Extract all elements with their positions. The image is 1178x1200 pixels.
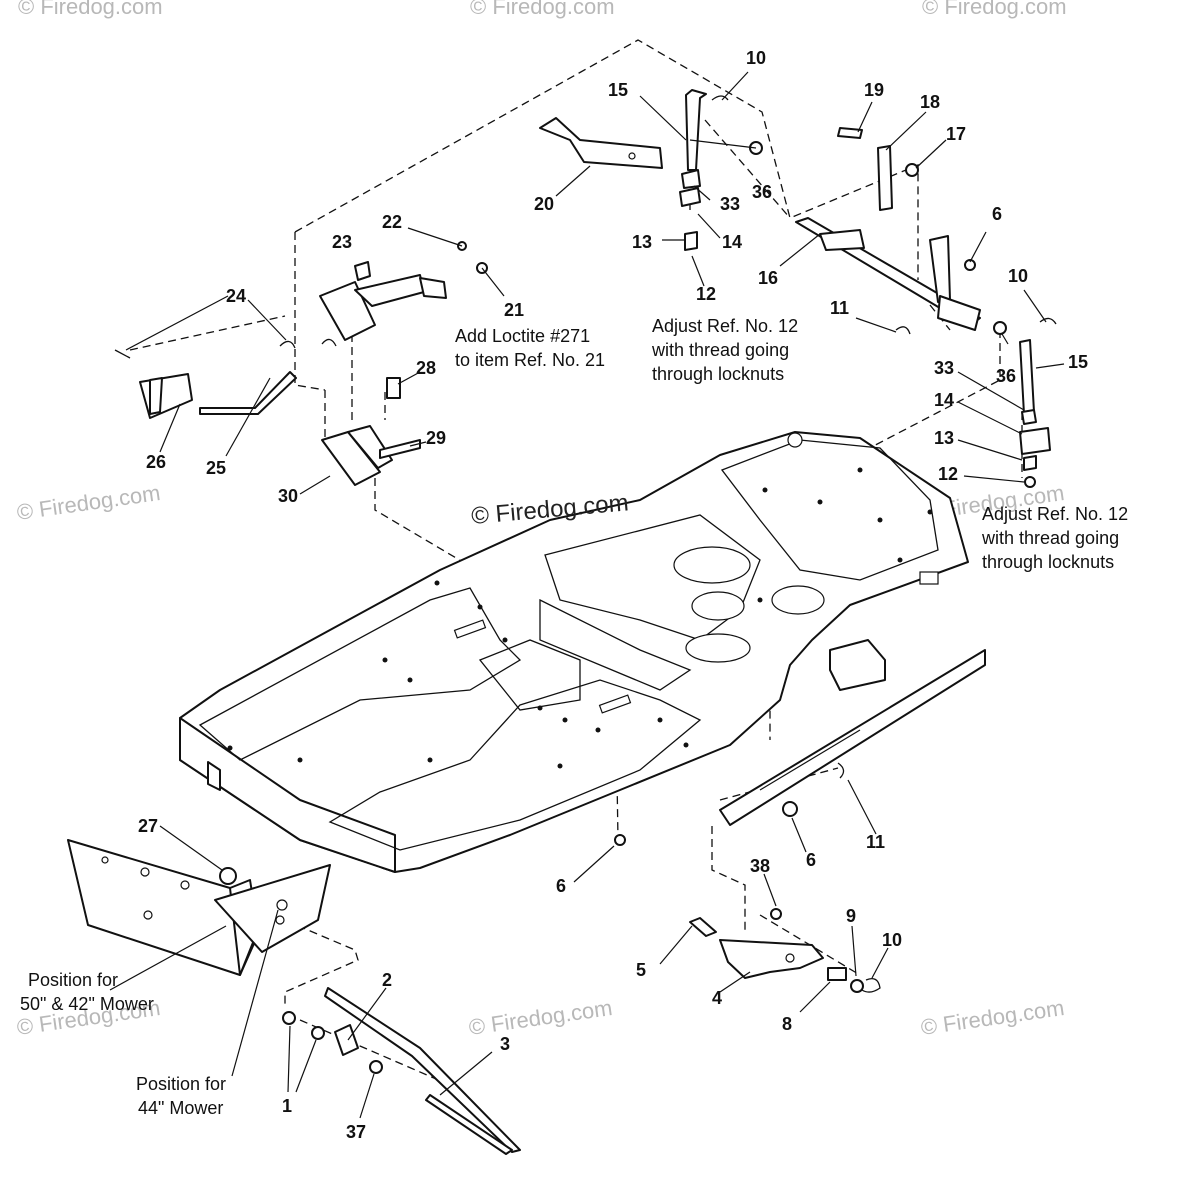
callout-21: 21 [504,300,524,320]
callout-18: 18 [920,92,940,112]
note-position-44-line2: 44" Mower [138,1098,223,1118]
lift-rod [282,987,521,1155]
callout-38: 38 [750,856,770,876]
rod-15-upper [679,89,763,251]
callout-30: 30 [278,486,298,506]
note-loctite-line2: to item Ref. No. 21 [455,350,605,370]
callout-27: 27 [138,816,158,836]
callout-6-lower: 6 [806,850,816,870]
note-position-50-42-line1: Position for [28,970,118,990]
callout-22: 22 [382,212,402,232]
clip-11-lower [837,762,845,779]
callout-9: 9 [846,906,856,926]
rod-15-right [1019,339,1051,488]
callout-13-right: 13 [934,428,954,448]
callout-13-top: 13 [632,232,652,252]
note-adjust-top-line2: with thread going [651,340,789,360]
callout-28: 28 [416,358,436,378]
nut-6-center [614,834,626,846]
bracket-30 [321,377,421,486]
note-adjust-right-line2: with thread going [981,528,1119,548]
watermark-bottom-mid: © Firedog.com [467,995,614,1040]
front-bumper-bracket [67,839,331,976]
callout-17: 17 [946,124,966,144]
callout-11-top: 11 [830,298,849,318]
leader-lines [109,71,1065,1119]
callout-25: 25 [206,458,226,478]
callout-2: 2 [382,970,392,990]
note-position-44-line1: Position for [136,1074,226,1094]
callout-15-top: 15 [608,80,628,100]
callout-14-top: 14 [722,232,742,252]
callout-16: 16 [758,268,778,288]
callout-29: 29 [426,428,446,448]
callout-23: 23 [332,232,352,252]
callout-36-right: 36 [996,366,1016,386]
callout-8: 8 [782,1014,792,1034]
note-adjust-right-line3: through locknuts [982,552,1114,572]
callout-19: 19 [864,80,884,100]
callout-11-lower: 11 [866,832,885,852]
callout-33-top: 33 [720,194,740,214]
note-adjust-top-line1: Adjust Ref. No. 12 [652,316,798,336]
callout-24: 24 [226,286,246,306]
bracket-20 [539,117,663,169]
callout-12-right: 12 [938,464,958,484]
notes: Add Loctite #271 to item Ref. No. 21 Adj… [20,316,1128,1118]
callout-20: 20 [534,194,554,214]
callout-6-top: 6 [992,204,1002,224]
callout-1: 1 [282,1096,292,1116]
watermark-top-left: © Firedog.com [18,0,163,19]
callout-36-top: 36 [752,182,772,202]
callout-37: 37 [346,1122,366,1142]
callout-26: 26 [146,452,166,472]
watermark-top-right: © Firedog.com [922,0,1067,19]
callout-12-top: 12 [696,284,716,304]
callout-15-right: 15 [1068,352,1088,372]
nut-6-right [782,801,798,817]
callout-3: 3 [500,1034,510,1054]
shaft-16 [795,127,1057,335]
callout-10-top: 10 [746,48,766,68]
callout-10-right: 10 [1008,266,1028,286]
note-adjust-right-line1: Adjust Ref. No. 12 [982,504,1128,524]
note-loctite-line1: Add Loctite #271 [455,326,590,346]
callout-10-lower: 10 [882,930,902,950]
note-position-50-42-line2: 50" & 42" Mower [20,994,154,1014]
callout-6-center: 6 [556,876,566,896]
callout-4: 4 [712,988,722,1008]
callouts: 10 15 19 18 17 20 33 36 13 14 12 6 16 23… [138,48,1088,1142]
watermark-bottom-right: © Firedog.com [919,995,1066,1040]
note-adjust-top-line3: through locknuts [652,364,784,384]
lower-bracket [689,908,881,993]
callout-5: 5 [636,960,646,980]
watermark-mid-left: © Firedog.com [15,480,162,525]
side-rail [719,649,986,826]
callout-14-right: 14 [934,390,954,410]
callout-33-right: 33 [934,358,954,378]
actuator-23 [319,241,488,341]
main-frame: © Firedog.com [179,431,969,873]
bracket-26 [114,338,337,419]
watermark-top-mid: © Firedog.com [470,0,615,19]
